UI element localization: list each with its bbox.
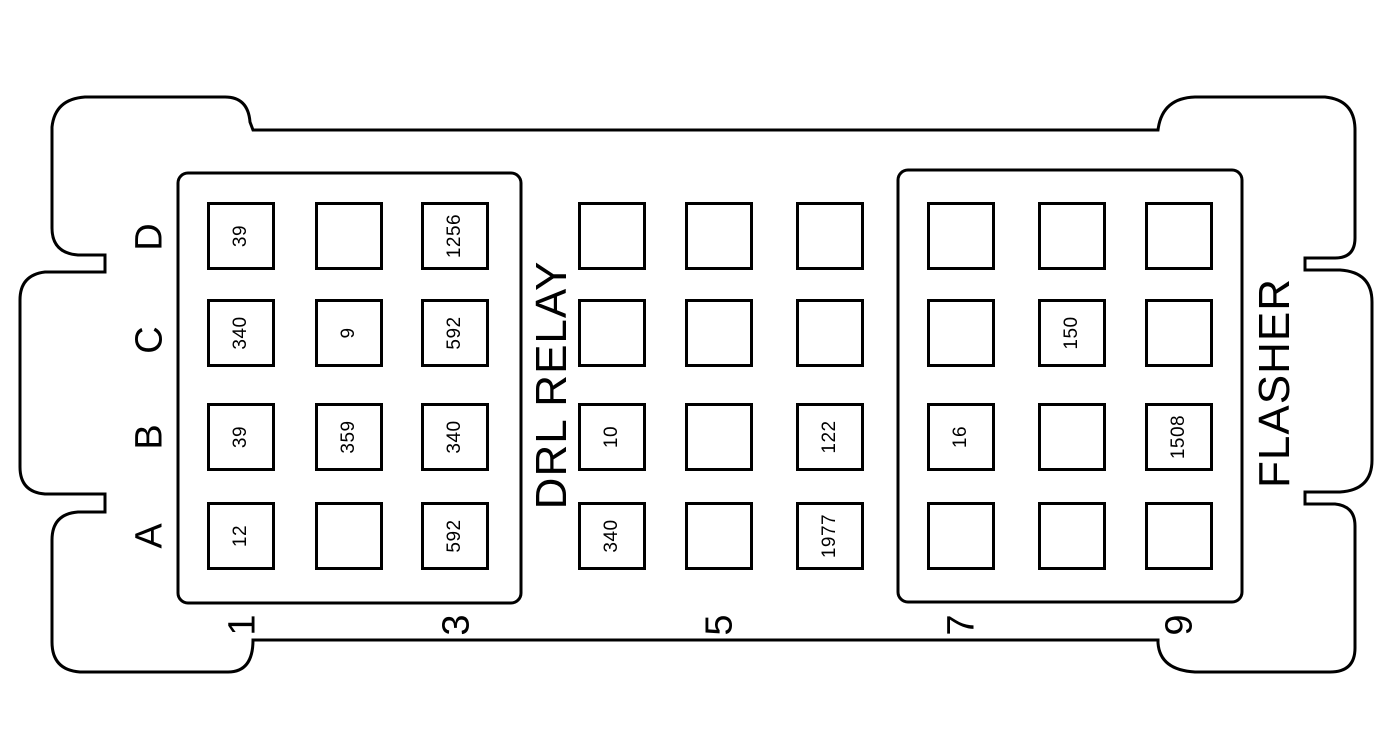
- circuit-number: 150: [1061, 316, 1082, 350]
- terminal-cavity-a7: [927, 502, 995, 570]
- circuit-number: 16: [950, 425, 971, 449]
- circuit-number: 10: [601, 425, 622, 449]
- terminal-cavity-b9: 1508: [1145, 403, 1213, 471]
- terminal-cavity-b1: 39: [207, 403, 275, 471]
- terminal-cavity-c4: [578, 299, 646, 367]
- terminal-cavity-a1: 12: [207, 502, 275, 570]
- terminal-cavity-c9: [1145, 299, 1213, 367]
- terminal-cavity-a5: [685, 502, 753, 570]
- circuit-number: 1256: [444, 213, 465, 259]
- terminal-cavity-a2: [315, 502, 383, 570]
- terminal-cavity-a9: [1145, 502, 1213, 570]
- terminal-cavity-c5: [685, 299, 753, 367]
- circuit-number: 1977: [819, 513, 840, 559]
- circuit-number: 12: [230, 524, 251, 548]
- terminal-cavity-c7: [927, 299, 995, 367]
- terminal-cavity-c3: 592: [421, 299, 489, 367]
- terminal-cavity-c6: [796, 299, 864, 367]
- terminal-cavity-b4: 10: [578, 403, 646, 471]
- circuit-number: 592: [444, 316, 465, 350]
- terminal-cavity-b6: 122: [796, 403, 864, 471]
- terminal-cavity-a3: 592: [421, 502, 489, 570]
- terminal-cavity-a8: [1038, 502, 1106, 570]
- terminal-cavity-d4: [578, 202, 646, 270]
- terminal-cavity-d9: [1145, 202, 1213, 270]
- circuit-number: 39: [230, 224, 251, 248]
- terminal-cavity-d8: [1038, 202, 1106, 270]
- terminal-cavity-b2: 359: [315, 403, 383, 471]
- terminal-cavity-b5: [685, 403, 753, 471]
- terminal-cavity-d6: [796, 202, 864, 270]
- left-block-outline: [176, 171, 523, 605]
- right-block-outline: [896, 168, 1244, 604]
- circuit-number: 1508: [1168, 414, 1189, 460]
- terminal-cavity-c1: 340: [207, 299, 275, 367]
- circuit-number: 122: [819, 420, 840, 454]
- circuit-number: 359: [338, 420, 359, 454]
- terminal-cavity-d5: [685, 202, 753, 270]
- terminal-cavity-c8: 150: [1038, 299, 1106, 367]
- circuit-number: 340: [601, 519, 622, 553]
- terminal-cavity-a6: 1977: [796, 502, 864, 570]
- terminal-cavity-d2: [315, 202, 383, 270]
- circuit-number: 9: [338, 327, 359, 339]
- circuit-number: 340: [230, 316, 251, 350]
- terminal-cavity-a4: 340: [578, 502, 646, 570]
- circuit-number: 39: [230, 425, 251, 449]
- circuit-number: 592: [444, 519, 465, 553]
- terminal-cavity-b7: 16: [927, 403, 995, 471]
- circuit-number: 340: [444, 420, 465, 454]
- terminal-cavity-d7: [927, 202, 995, 270]
- terminal-cavity-d3: 1256: [421, 202, 489, 270]
- terminal-cavity-d1: 39: [207, 202, 275, 270]
- terminal-cavity-b8: [1038, 403, 1106, 471]
- terminal-cavity-b3: 340: [421, 403, 489, 471]
- terminal-cavity-c2: 9: [315, 299, 383, 367]
- connector-body-outline: [18, 95, 1374, 674]
